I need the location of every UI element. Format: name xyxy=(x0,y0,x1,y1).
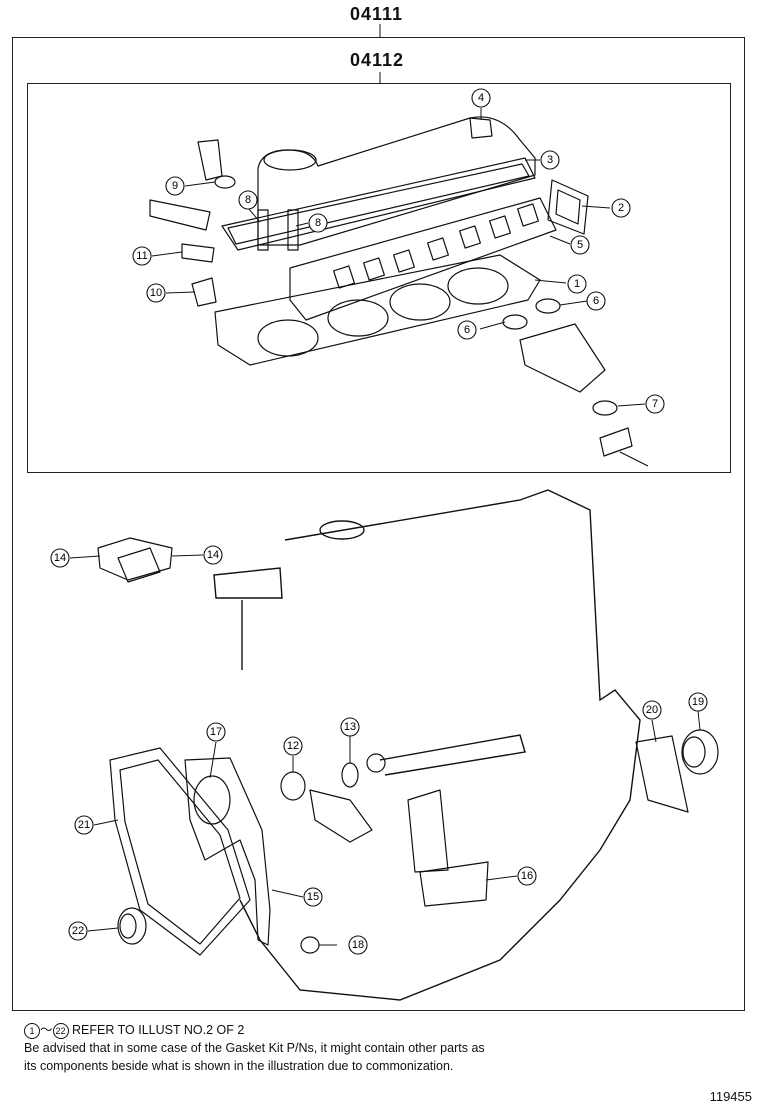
callout-18: 18 xyxy=(348,935,368,955)
svg-text:16: 16 xyxy=(521,870,533,882)
svg-text:19: 19 xyxy=(692,696,704,708)
valve-cover-gasket xyxy=(221,157,536,251)
svg-text:2: 2 xyxy=(618,202,624,214)
svg-text:14: 14 xyxy=(54,552,66,564)
callout-13: 13 xyxy=(340,717,360,737)
leader-lines xyxy=(69,108,701,946)
callout-12: 12 xyxy=(283,736,303,756)
callout-6a: 6 xyxy=(586,291,606,311)
misc-small-gaskets-lower xyxy=(97,537,719,954)
callout-8b: 8 xyxy=(308,213,328,233)
callout-19: 19 xyxy=(688,692,708,712)
range-separator: ～ xyxy=(40,1023,53,1037)
svg-text:5: 5 xyxy=(577,239,583,251)
kit-code-04112: 04112 xyxy=(350,50,405,70)
advisory-line-2: its components beside what is shown in t… xyxy=(24,1059,454,1073)
outer-kit-frame xyxy=(12,37,745,1011)
callout-20: 20 xyxy=(642,700,662,720)
range-start-circle: 1 xyxy=(24,1022,40,1039)
svg-text:3: 3 xyxy=(547,154,553,166)
cylinder-head-gasket xyxy=(214,254,541,366)
svg-text:4: 4 xyxy=(478,92,484,104)
range-end-circle: 22 xyxy=(52,1022,69,1039)
svg-text:15: 15 xyxy=(307,891,319,903)
callout-22: 22 xyxy=(68,921,88,941)
refer-note: 1～22 REFER TO ILLUST NO.2 OF 2 xyxy=(24,1021,744,1039)
svg-text:12: 12 xyxy=(287,740,299,752)
callout-16: 16 xyxy=(517,866,537,886)
inner-kit-frame xyxy=(27,83,731,473)
svg-text:21: 21 xyxy=(78,819,90,831)
valve-cover-illustration xyxy=(257,116,536,246)
svg-text:17: 17 xyxy=(210,726,222,738)
callout-4: 4 xyxy=(471,88,491,108)
figure-number: 119455 xyxy=(709,1089,752,1104)
callout-3: 3 xyxy=(540,150,560,170)
callout-2: 2 xyxy=(611,198,631,218)
refer-text: REFER TO ILLUST NO.2 OF 2 xyxy=(72,1023,245,1037)
callout-7: 7 xyxy=(645,394,665,414)
callout-14b: 14 xyxy=(203,545,223,565)
svg-text:8: 8 xyxy=(245,194,251,206)
callout-6b: 6 xyxy=(457,320,477,340)
svg-text:18: 18 xyxy=(352,939,364,951)
front-timing-cover-gaskets xyxy=(109,747,271,956)
svg-text:14: 14 xyxy=(207,549,219,561)
svg-text:20: 20 xyxy=(646,704,658,716)
kit-code-04111: 04111 xyxy=(350,4,404,24)
callout-17: 17 xyxy=(206,722,226,742)
engine-block-outline xyxy=(213,489,641,1001)
svg-text:10: 10 xyxy=(150,287,162,299)
svg-text:11: 11 xyxy=(136,250,147,262)
svg-text:7: 7 xyxy=(652,398,658,410)
svg-text:6: 6 xyxy=(464,324,470,336)
svg-text:22: 22 xyxy=(72,925,84,937)
callout-8a: 8 xyxy=(238,190,258,210)
callout-11: 11 xyxy=(132,246,152,266)
svg-text:13: 13 xyxy=(344,721,356,733)
callout-9: 9 xyxy=(165,176,185,196)
callout-1: 1 xyxy=(567,274,587,294)
svg-text:9: 9 xyxy=(172,180,178,192)
svg-text:8: 8 xyxy=(315,217,321,229)
svg-text:1: 1 xyxy=(574,278,580,290)
callout-5: 5 xyxy=(570,235,590,255)
callout-15: 15 xyxy=(303,887,323,907)
advisory-line-1: Be advised that in some case of the Gask… xyxy=(24,1041,485,1055)
callout-14a: 14 xyxy=(50,548,70,568)
notes-block: 1～22 REFER TO ILLUST NO.2 OF 2 Be advise… xyxy=(24,1021,744,1075)
svg-text:6: 6 xyxy=(593,295,599,307)
small-gaskets-upper xyxy=(149,139,649,467)
callout-10: 10 xyxy=(146,283,166,303)
intake-manifold-gasket xyxy=(289,197,557,321)
callout-21: 21 xyxy=(74,815,94,835)
